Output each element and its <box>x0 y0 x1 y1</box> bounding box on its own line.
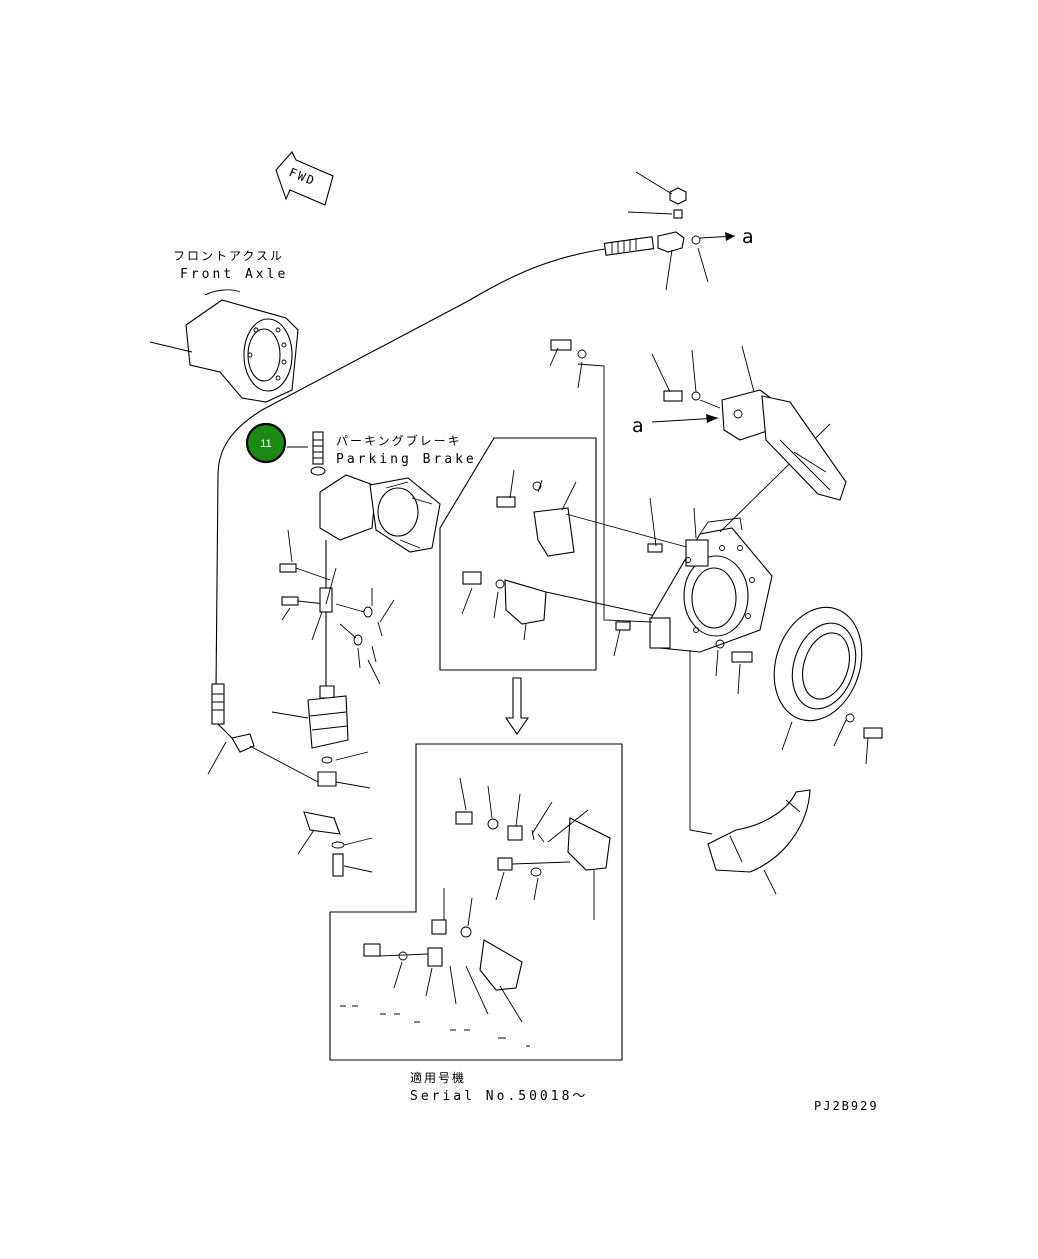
hose-fitting-top: a <box>603 171 754 291</box>
serial-label-en: Serial No.50018～ <box>410 1089 588 1104</box>
callout-11-circle <box>245 422 287 464</box>
brake-disc <box>773 606 883 765</box>
hose-lower-fitting <box>207 683 319 783</box>
callout-11-button[interactable]: 11 <box>245 422 287 464</box>
down-arrow-icon <box>504 677 530 735</box>
brake-cover <box>707 789 811 895</box>
brake-bracket-assembly <box>613 497 773 695</box>
brake-hose <box>215 247 613 691</box>
front-axle-label-jp: フロントアクスル <box>173 249 284 263</box>
front-axle-label-en: Front Axle <box>180 267 288 282</box>
parking-brake-label-jp: パーキングブレーキ <box>336 433 462 448</box>
parking-brake-hardware <box>279 529 395 685</box>
detail-frame-upper <box>439 437 691 671</box>
view-a-mid-label: a <box>632 415 644 437</box>
view-a-top-label: a <box>742 226 754 248</box>
view-a-bracket: a <box>632 345 847 501</box>
callout-11-number: 11 <box>260 438 271 450</box>
parking-brake: パーキングブレーキ Parking Brake <box>310 431 477 688</box>
upper-bolts <box>549 339 587 389</box>
fwd-label: FWD <box>287 165 318 188</box>
brake-chamber <box>271 685 373 877</box>
parking-brake-label-en: Parking Brake <box>336 452 477 467</box>
fwd-arrow-icon: FWD <box>275 151 334 206</box>
drawing-code: PJ2B929 <box>814 1099 879 1113</box>
serial-label-jp: 適用号機 <box>410 1070 466 1085</box>
detail-frame-lower: 適用号機 Serial No.50018～ <box>329 743 623 1104</box>
front-axle: フロントアクスル Front Axle <box>149 249 299 403</box>
